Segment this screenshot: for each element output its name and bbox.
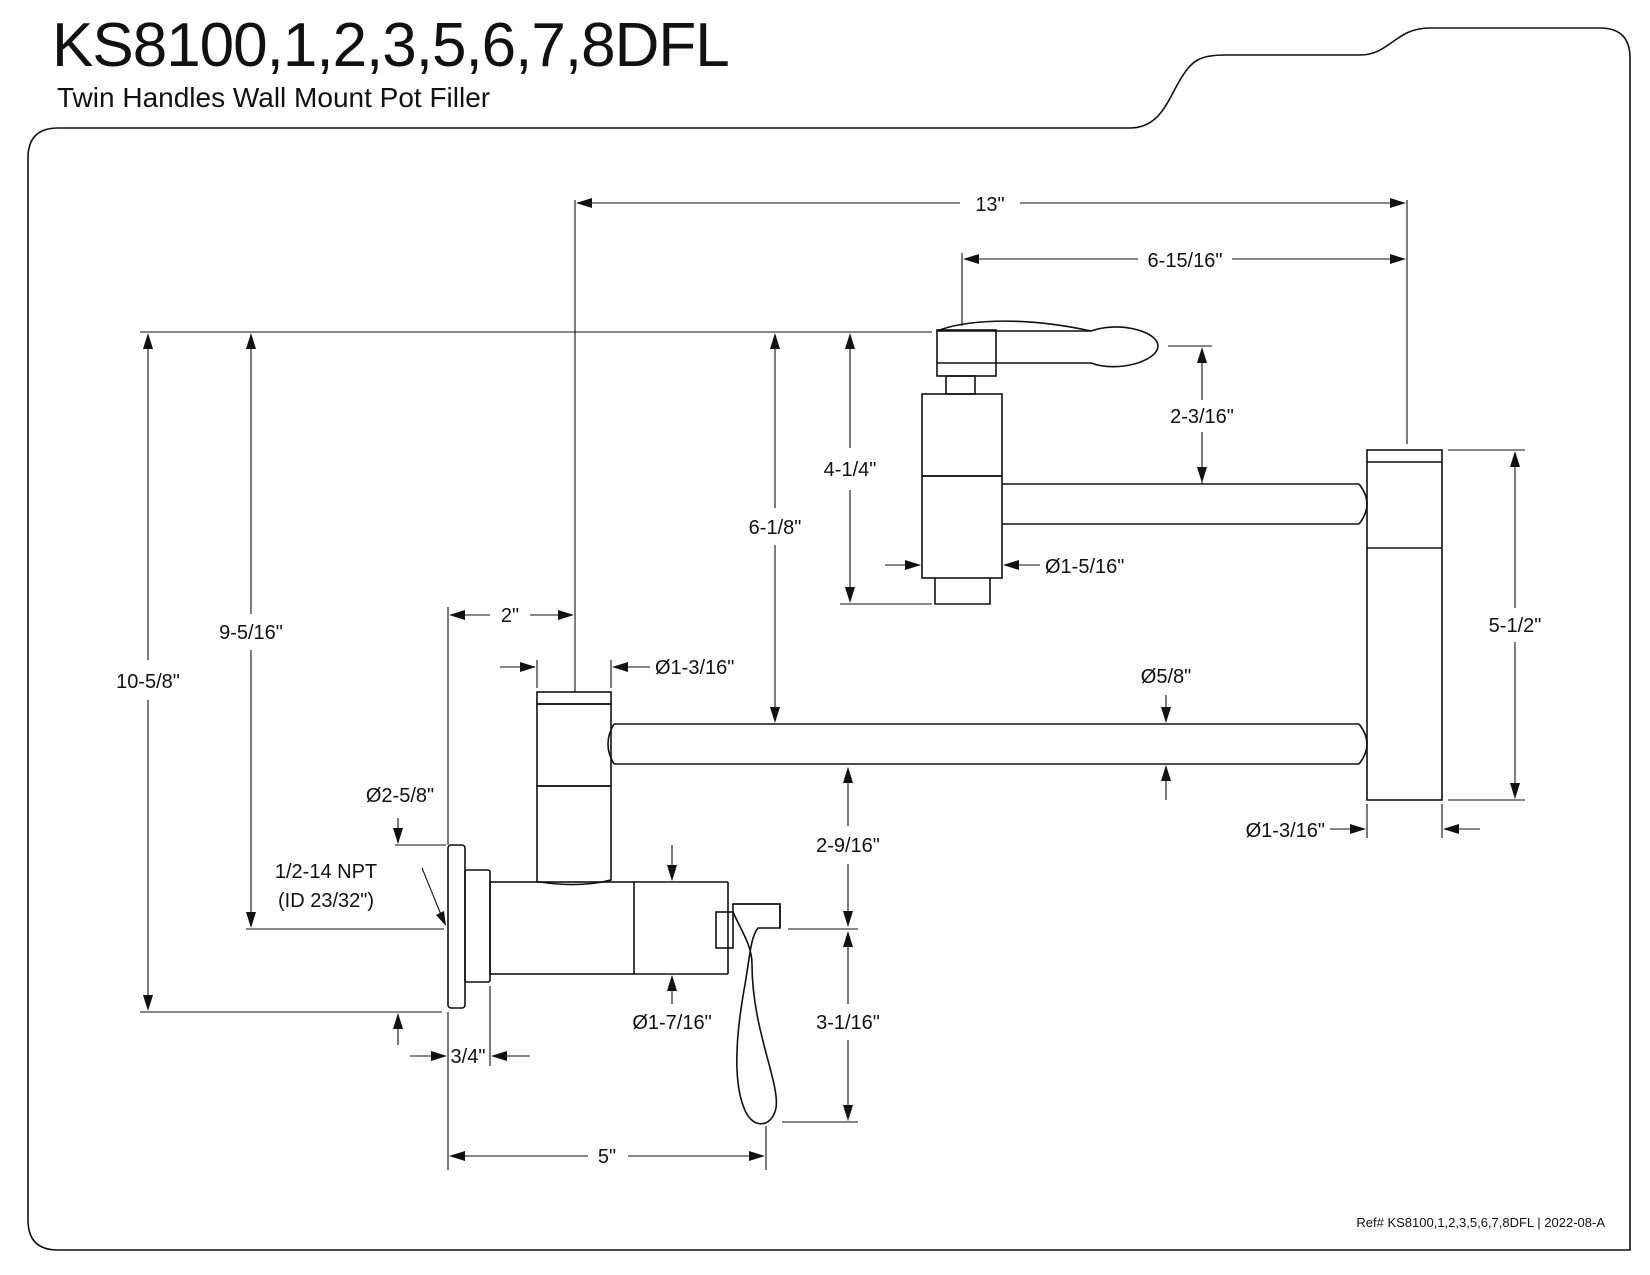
page-title: KS8100,1,2,3,5,6,7,8DFL <box>52 11 730 80</box>
dim-overall-reach <box>574 198 1408 692</box>
label-riser-dia: Ø1-3/16" <box>655 657 734 679</box>
label-valve-above-handle: 2-9/16" <box>816 835 880 857</box>
label-valve-body-dia: Ø1-7/16" <box>632 1012 711 1034</box>
dim-arm-tube-dia <box>1161 695 1171 800</box>
dim-flange-depth <box>410 986 530 1170</box>
label-flange-depth: 3/4" <box>451 1046 486 1068</box>
dim-upper-joint-dia <box>885 560 1040 570</box>
label-flange-dia: Ø2-5/8" <box>366 785 434 807</box>
label-arm-tube-dia: Ø5/8" <box>1141 666 1191 688</box>
dim-overall-height <box>140 333 442 1013</box>
sheet-border <box>27 27 1631 1251</box>
dim-wall-to-handle <box>449 1126 767 1170</box>
upper-joint-body <box>921 475 1003 579</box>
dim-flange-dia <box>393 818 446 1045</box>
label-height-inlet: 9-5/16" <box>219 622 283 644</box>
label-swivel-dia: Ø1-3/16" <box>1246 820 1325 842</box>
dim-wall-to-riser <box>447 607 574 845</box>
label-wall-to-riser: 2" <box>501 605 519 627</box>
dim-upper-handle-rise <box>1168 345 1212 484</box>
upper-valve-body <box>921 393 1003 477</box>
label-upper-body-height: 4-1/4" <box>824 459 877 481</box>
upper-arm-tube <box>1358 483 1368 525</box>
label-upper-handle-rise: 2-3/16" <box>1170 406 1234 428</box>
dim-swivel-height <box>1448 449 1525 801</box>
dim-swivel-dia <box>1330 804 1480 838</box>
label-overall-reach: 13" <box>975 194 1004 216</box>
dim-height-to-lower-arm <box>770 333 780 723</box>
wall-valve-assembly <box>447 844 781 1125</box>
handle-stem <box>715 911 734 949</box>
dim-lower-handle-drop <box>782 931 858 1123</box>
flange-collar <box>464 869 491 983</box>
label-wall-to-handle: 5" <box>598 1146 616 1168</box>
upper-lever-handle <box>937 326 1159 368</box>
label-overall-height: 10-5/8" <box>116 671 180 693</box>
label-upper-arm-reach: 6-15/16" <box>1148 250 1223 272</box>
dim-valve-to-pivot <box>788 767 858 930</box>
label-upper-joint-dia: Ø1-5/16" <box>1045 556 1124 578</box>
label-swivel-height: 5-1/2" <box>1489 615 1542 637</box>
riser-body <box>536 691 612 886</box>
lower-arm <box>607 723 1368 765</box>
upper-spout-head <box>921 320 1368 605</box>
label-height-to-lower-arm: 6-1/8" <box>749 517 802 539</box>
lower-lever-handle <box>732 903 781 1125</box>
valve-body <box>489 881 635 975</box>
label-lower-handle-drop: 3-1/16" <box>816 1012 880 1034</box>
riser-lower <box>536 785 612 886</box>
dim-height-inlet <box>246 333 444 930</box>
upper-handle-stem <box>945 375 976 395</box>
upper-handle-base <box>936 329 997 377</box>
label-inlet-thread-1: 1/2-14 NPT <box>275 861 377 883</box>
riser-upper <box>536 703 612 787</box>
wall-flange <box>447 844 466 1009</box>
page-subtitle: Twin Handles Wall Mount Pot Filler <box>57 82 491 113</box>
dim-riser-dia <box>500 660 650 688</box>
riser-cap <box>536 691 612 705</box>
swivel-column <box>1366 449 1443 801</box>
dim-valve-body-dia <box>667 845 677 1004</box>
dim-upper-body-height <box>140 331 932 605</box>
label-inlet-thread-2: (ID 23/32") <box>278 890 374 912</box>
dim-upper-arm-reach <box>961 253 1406 326</box>
swivel-column-body <box>1366 449 1443 801</box>
reference-number: Ref# KS8100,1,2,3,5,6,7,8DFL | 2022-08-A <box>1356 1215 1605 1230</box>
